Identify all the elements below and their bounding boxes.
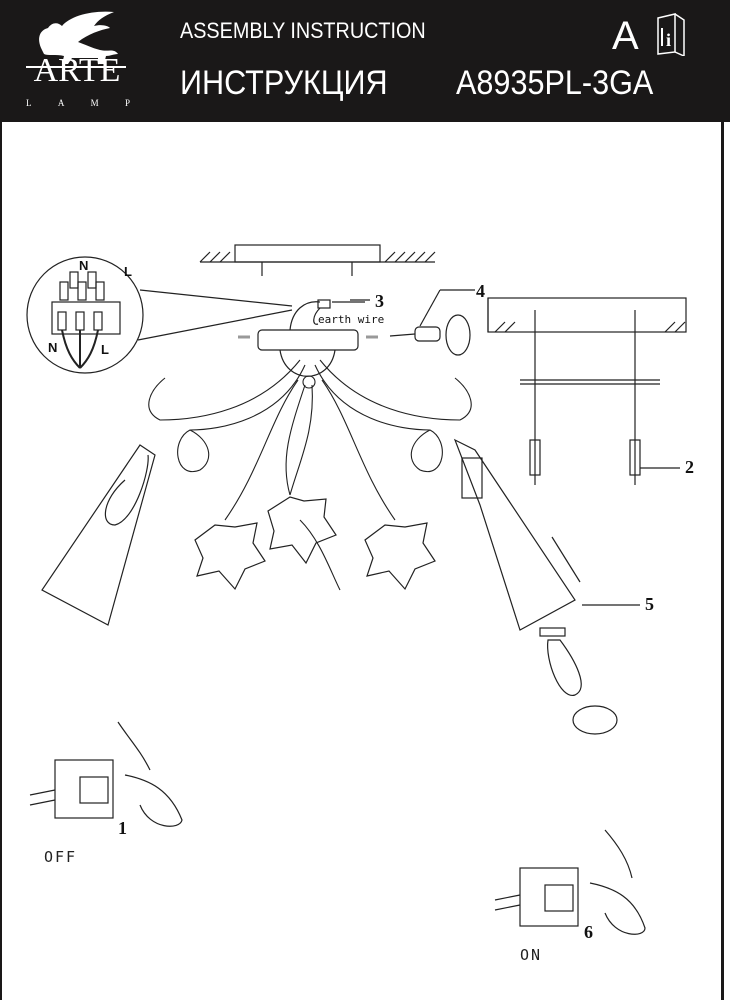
- svg-text:i: i: [666, 30, 671, 50]
- title-english: ASSEMBLY INSTRUCTION: [180, 18, 426, 43]
- model-number: A8935PL-3GA: [456, 64, 654, 102]
- callout-5: 5: [645, 594, 654, 614]
- language-code: A: [612, 14, 639, 58]
- light-switch-off: [29, 721, 183, 827]
- ceiling-mount-diagram: [199, 244, 436, 276]
- brand-sub-letter: A: [57, 98, 65, 108]
- brand-sub-letter: M: [90, 98, 99, 108]
- winged-lion-logo-icon: [26, 11, 126, 68]
- bracket-diagram: [487, 297, 687, 485]
- screwdriver-diagram: [350, 289, 475, 356]
- manual-book-icon: i: [657, 13, 685, 56]
- terminal-n-top: N: [79, 258, 89, 273]
- header-banner: ARTE L A M P ASSEMBLY INSTRUCTION ИНСТРУ…: [0, 0, 730, 122]
- title-russian: ИНСТРУКЦИЯ: [180, 64, 388, 102]
- grape-leaves: [194, 496, 436, 591]
- brand-name: ARTE: [33, 52, 121, 89]
- brand-sub-letter: L: [26, 98, 32, 108]
- callout-2: 2: [685, 457, 694, 477]
- earth-wire-label: earth wire: [318, 313, 385, 326]
- page-frame: [0, 122, 724, 1000]
- callout-1: 1: [118, 818, 127, 838]
- callout-4: 4: [476, 281, 485, 301]
- lamp-arms: [148, 359, 472, 591]
- bulb-diagram: [539, 536, 618, 735]
- switch-on-label: ON: [520, 946, 543, 964]
- terminal-n-bottom: N: [48, 340, 58, 355]
- terminal-block-zoom: [26, 256, 293, 374]
- brand-sub-letter: P: [124, 98, 130, 108]
- light-switch-on: [494, 829, 646, 935]
- callout-6: 6: [584, 922, 593, 942]
- lamp-canopy: [238, 299, 378, 377]
- terminal-l-top: L: [124, 264, 132, 279]
- glass-shades: [41, 438, 576, 631]
- switch-off-label: OFF: [44, 848, 78, 866]
- brand-subtitle: L A M P: [26, 98, 130, 108]
- terminal-l-bottom: L: [101, 342, 109, 357]
- callout-3: 3: [375, 291, 384, 311]
